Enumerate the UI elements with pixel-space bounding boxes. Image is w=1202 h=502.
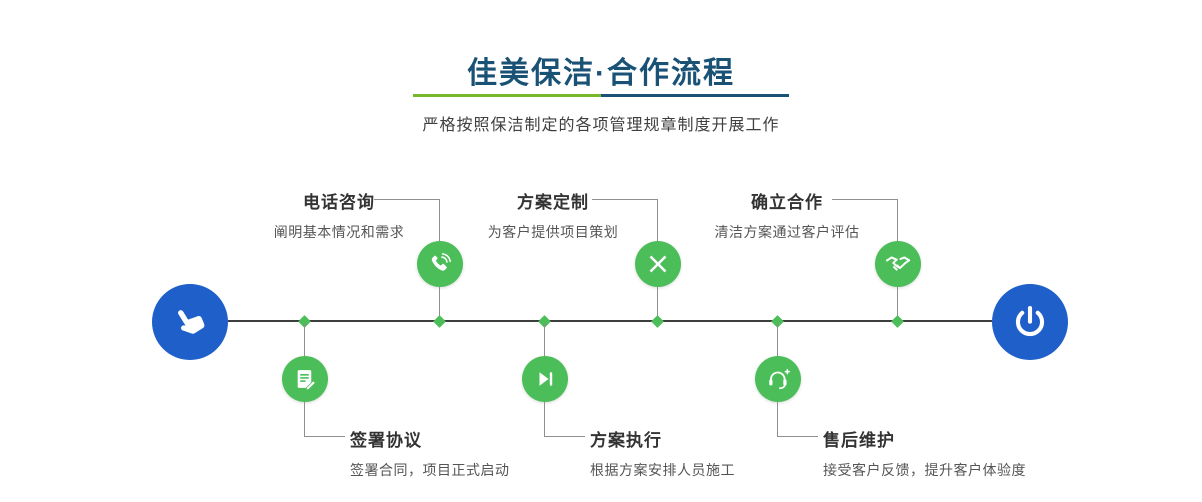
step-node bbox=[875, 241, 921, 287]
connector-line bbox=[897, 199, 898, 241]
step-label: 电话咨询 bbox=[303, 193, 375, 212]
contract-icon bbox=[297, 369, 316, 391]
hand-pointer-icon bbox=[178, 310, 205, 334]
step-label: 签署协议 bbox=[350, 431, 422, 450]
step-text-block: 签署协议 签署合同，项目正式启动 bbox=[350, 426, 570, 480]
timeline-diamond bbox=[891, 315, 904, 328]
step-desc: 根据方案安排人员施工 bbox=[590, 462, 735, 478]
connector-line bbox=[544, 402, 545, 437]
step-text-block: 电话咨询 阐明基本情况和需求 bbox=[264, 188, 414, 242]
connector-line bbox=[897, 287, 898, 321]
step-node bbox=[755, 356, 801, 402]
step-label: 售后维护 bbox=[823, 431, 895, 450]
title-divider bbox=[413, 94, 789, 97]
start-node bbox=[152, 284, 228, 360]
step-node bbox=[635, 241, 681, 287]
timeline-diamond bbox=[651, 315, 664, 328]
connector-line bbox=[304, 402, 305, 437]
timeline-diamond bbox=[433, 315, 446, 328]
phone-icon bbox=[431, 253, 451, 271]
connector-line bbox=[544, 323, 545, 356]
step-text-block: 方案定制 为客户提供项目策划 bbox=[478, 188, 628, 242]
connector-line bbox=[439, 199, 440, 241]
headset-plus-icon bbox=[769, 368, 791, 390]
divider-blue-segment bbox=[601, 94, 789, 97]
connector-line bbox=[777, 323, 778, 356]
step-text-block: 方案执行 根据方案安排人员施工 bbox=[590, 426, 810, 480]
step-node bbox=[417, 241, 463, 287]
step-label: 方案执行 bbox=[590, 431, 662, 450]
step-label: 方案定制 bbox=[517, 193, 589, 212]
step-label: 确立合作 bbox=[751, 193, 823, 212]
connector-line bbox=[439, 287, 440, 321]
step-desc: 阐明基本情况和需求 bbox=[273, 224, 405, 240]
step-desc: 清洁方案通过客户评估 bbox=[714, 224, 860, 240]
connector-line bbox=[592, 199, 658, 200]
page-subtitle: 严格按照保洁制定的各项管理规章制度开展工作 bbox=[422, 117, 780, 134]
connector-line bbox=[374, 199, 440, 200]
timeline-line bbox=[228, 320, 992, 322]
connector-line bbox=[657, 199, 658, 241]
connector-line bbox=[778, 436, 818, 437]
play-next-icon bbox=[539, 372, 553, 386]
page-title: 佳美保洁·合作流程 bbox=[467, 57, 735, 90]
handshake-icon bbox=[885, 256, 911, 271]
divider-green-segment bbox=[413, 94, 601, 97]
step-node bbox=[522, 356, 568, 402]
step-text-block: 售后维护 接受客户反馈，提升客户体验度 bbox=[823, 426, 1063, 480]
end-node bbox=[992, 284, 1068, 360]
connector-line bbox=[657, 287, 658, 321]
connector-line bbox=[305, 436, 345, 437]
connector-line bbox=[545, 436, 585, 437]
connector-line bbox=[777, 402, 778, 437]
design-tools-icon bbox=[649, 255, 667, 273]
step-desc: 接受客户反馈，提升客户体验度 bbox=[823, 462, 1026, 478]
step-text-block: 确立合作 清洁方案通过客户评估 bbox=[712, 188, 862, 242]
step-node bbox=[282, 356, 328, 402]
connector-line bbox=[832, 199, 898, 200]
connector-line bbox=[304, 323, 305, 356]
power-icon bbox=[1015, 306, 1045, 337]
step-desc: 签署合同，项目正式启动 bbox=[350, 462, 510, 478]
step-desc: 为客户提供项目策划 bbox=[487, 224, 619, 240]
